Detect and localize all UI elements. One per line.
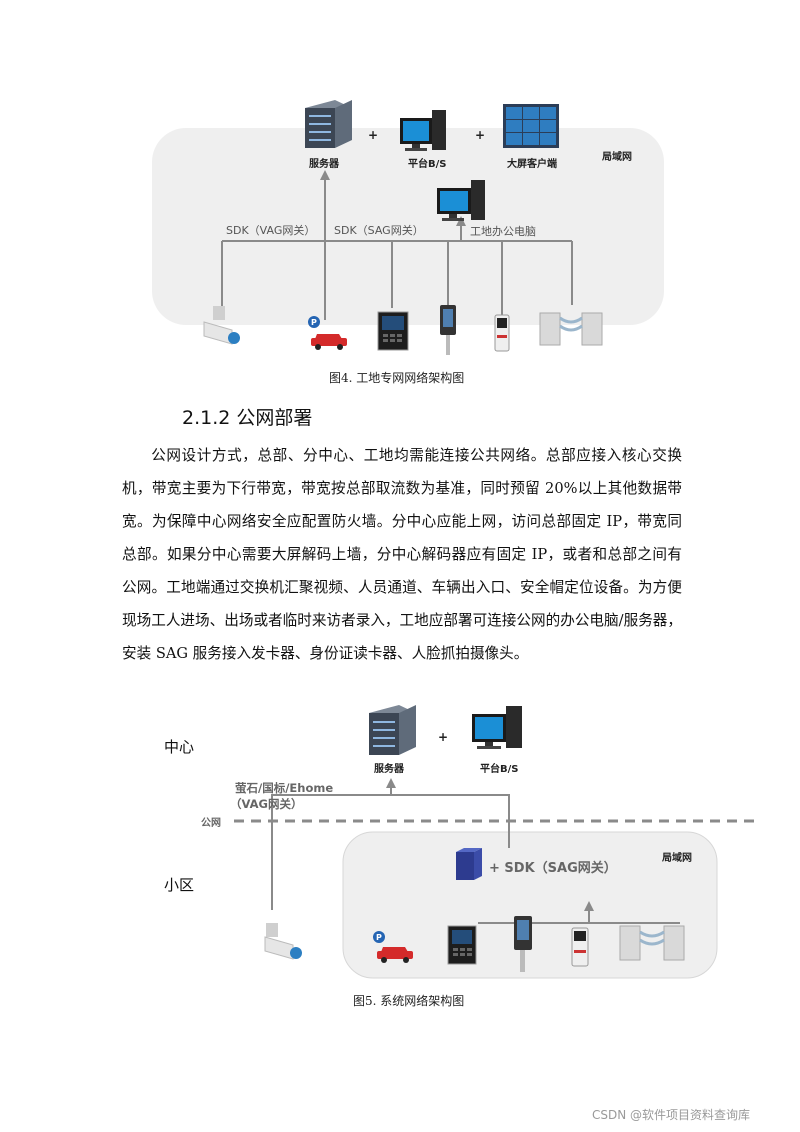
site-office-pc-label: 工地办公电脑: [470, 223, 536, 239]
section-body: 公网设计方式，总部、分中心、工地均需能连接公共网络。总部应接入核心交换机，带宽主…: [122, 439, 682, 670]
arrow-up-icon: [386, 778, 396, 788]
platform-label: 平台B/S: [480, 760, 518, 775]
section-heading: 2.1.2 公网部署: [182, 403, 312, 430]
figure-5-caption: 图5. 系统网络架构图: [353, 992, 464, 1009]
card-reader-icon: [495, 315, 509, 351]
desktop-pc-icon: [472, 706, 522, 749]
watermark: CSDN @软件项目资料查询库: [592, 1106, 750, 1123]
server-icon: [369, 705, 416, 755]
community-zone-label: 小区: [164, 874, 194, 895]
svg-text:P: P: [311, 318, 317, 327]
section-paragraph: 公网设计方式，总部、分中心、工地均需能连接公共网络。总部应接入核心交换机，带宽主…: [122, 439, 682, 670]
sdk-sag-label: SDK（SAG网关）: [334, 222, 424, 238]
sdk-sag-label: + SDK（SAG网关）: [489, 857, 617, 876]
center-zone-label: 中心: [164, 736, 194, 757]
camera-icon: [265, 923, 302, 959]
plus-sign: +: [438, 730, 448, 744]
card-reader-icon: [572, 928, 588, 966]
lan-label: 局域网: [662, 849, 692, 864]
public-network-label: 公网: [201, 814, 221, 829]
platform-label: 平台B/S: [408, 155, 446, 170]
protocol-label-line1: 萤石/国标/Ehome: [235, 780, 333, 796]
lan-label: 局域网: [602, 148, 632, 163]
plus-sign: +: [368, 128, 378, 142]
figure-4-caption: 图4. 工地专网网络架构图: [329, 369, 464, 386]
big-screen-label: 大屏客户端: [507, 155, 557, 170]
face-terminal-icon: [440, 305, 456, 355]
server-icon: [305, 100, 352, 148]
small-server-icon: [456, 848, 482, 880]
server-label: 服务器: [309, 155, 339, 170]
figure-4-diagram: P: [0, 0, 800, 370]
svg-text:P: P: [376, 933, 382, 942]
sdk-vag-label: SDK（VAG网关）: [226, 222, 315, 238]
video-wall-icon: [503, 104, 559, 148]
access-control-panel-icon: [378, 312, 408, 350]
protocol-label-line2: （VAG网关）: [230, 796, 302, 812]
plus-sign: +: [475, 128, 485, 142]
access-control-panel-icon: [448, 926, 476, 964]
server-label: 服务器: [374, 760, 404, 775]
